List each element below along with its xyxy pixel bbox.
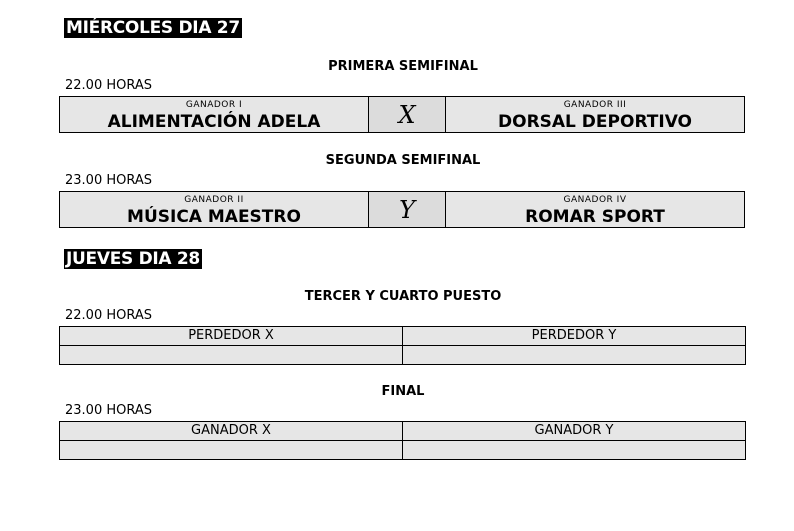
final-left-value [60, 441, 402, 459]
third-place-right-value [402, 346, 745, 364]
final-time: 23.00 HORAS [65, 403, 153, 418]
third-place-right-label: PERDEDOR Y [402, 327, 745, 345]
semifinal-2-left-seed: GANADOR II [184, 195, 244, 205]
third-place-left-value [60, 346, 402, 364]
semifinal-2-left-team: MÚSICA MAESTRO [127, 207, 301, 227]
day-header-wednesday: MIÉRCOLES DIA 27 [64, 18, 242, 38]
final-right-value [402, 441, 745, 459]
semifinal-1-left-team-cell: GANADOR I ALIMENTACIÓN ADELA [60, 97, 369, 132]
semifinal-2-title: SEGUNDA SEMIFINAL [325, 153, 481, 168]
semifinal-1-match: GANADOR I ALIMENTACIÓN ADELA X GANADOR I… [59, 96, 745, 133]
semifinal-1-left-seed: GANADOR I [185, 100, 243, 110]
semifinal-2-right-team: ROMAR SPORT [525, 207, 665, 227]
third-place-time: 22.00 HORAS [65, 308, 153, 323]
semifinal-1-title: PRIMERA SEMIFINAL [328, 59, 478, 74]
semifinal-2-right-team-cell: GANADOR IV ROMAR SPORT [445, 192, 744, 227]
day-header-thursday: JUEVES DIA 28 [64, 249, 202, 269]
final-right-label: GANADOR Y [402, 422, 745, 440]
final-table: GANADOR X GANADOR Y [59, 421, 746, 460]
third-place-left-label: PERDEDOR X [188, 328, 274, 343]
semifinal-1-right-team: DORSAL DEPORTIVO [498, 112, 692, 132]
final-label-row: GANADOR X GANADOR Y [60, 422, 745, 440]
third-place-title: TERCER Y CUARTO PUESTO [304, 289, 502, 304]
third-place-value-row [60, 345, 745, 364]
final-left-label: GANADOR X [191, 423, 271, 438]
semifinal-1-symbol: X [369, 97, 445, 132]
final-value-row [60, 440, 745, 459]
semifinal-1-left-team: ALIMENTACIÓN ADELA [107, 112, 321, 132]
semifinal-2-left-team-cell: GANADOR II MÚSICA MAESTRO [60, 192, 369, 227]
semifinal-1-right-seed: GANADOR III [563, 100, 627, 110]
third-place-label-row: PERDEDOR X PERDEDOR Y [60, 327, 745, 345]
semifinal-2-time: 23.00 HORAS [65, 173, 153, 188]
semifinal-1-time: 22.00 HORAS [65, 78, 153, 93]
semifinal-2-match: GANADOR II MÚSICA MAESTRO Y GANADOR IV R… [59, 191, 745, 228]
semifinal-2-symbol: Y [369, 192, 445, 227]
semifinal-1-right-team-cell: GANADOR III DORSAL DEPORTIVO [445, 97, 744, 132]
third-place-table: PERDEDOR X PERDEDOR Y [59, 326, 746, 365]
semifinal-2-right-seed: GANADOR IV [563, 195, 627, 205]
final-title: FINAL [381, 384, 425, 399]
